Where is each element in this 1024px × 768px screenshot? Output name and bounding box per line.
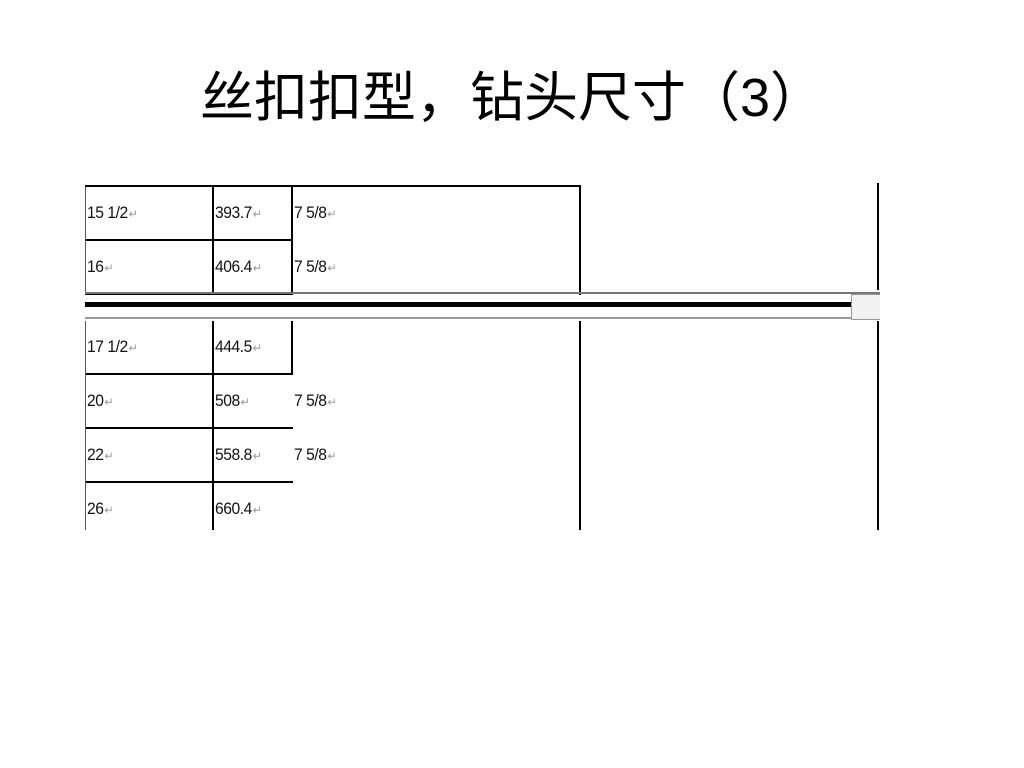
table-row: 20↵ 508↵ 7 5/8↵ <box>85 375 581 427</box>
table-row: 26↵ 660.4↵ <box>85 483 581 535</box>
cell-size-inches: 20↵ <box>87 391 114 410</box>
cell-size-mm: 444.5↵ <box>215 337 262 356</box>
row-divider <box>85 481 293 483</box>
outer-right-border <box>877 321 879 530</box>
title-close: ） <box>770 66 825 129</box>
cell-thread: 7 5/8↵ <box>294 257 337 276</box>
table-screenshot: 15 1/2↵ 393.7↵ 7 5/8↵ 16↵ 406.4↵ 7 5/8↵ … <box>85 183 880 530</box>
cell-size-mm: 393.7↵ <box>215 203 262 222</box>
table-row: 17 1/2↵ 444.5↵ <box>85 321 581 373</box>
cell-size-inches: 16↵ <box>87 257 114 276</box>
table-row: 22↵ 558.8↵ 7 5/8↵ <box>85 429 581 481</box>
cell-size-inches: 17 1/2↵ <box>87 337 138 356</box>
slide-title: 丝扣扣型，钻头尺寸（3） <box>0 58 1024 138</box>
cell-thread: 7 5/8↵ <box>294 391 337 410</box>
row-divider <box>85 427 293 429</box>
table-top-fragment: 15 1/2↵ 393.7↵ 7 5/8↵ 16↵ 406.4↵ 7 5/8↵ <box>85 185 581 295</box>
cell-size-inches: 26↵ <box>87 499 114 518</box>
column-border <box>579 321 581 530</box>
row-divider <box>85 373 293 375</box>
table-row: 15 1/2↵ 393.7↵ 7 5/8↵ <box>85 187 581 239</box>
cell-thread: 7 5/8↵ <box>294 203 337 222</box>
column-border <box>212 187 214 295</box>
column-border <box>291 187 293 295</box>
cell-size-inches: 15 1/2↵ <box>87 203 138 222</box>
column-border <box>85 321 86 530</box>
table-cut-band <box>85 292 880 322</box>
cut-edge-marker <box>851 294 880 320</box>
cell-size-mm: 558.8↵ <box>215 445 262 464</box>
row-divider <box>85 239 293 241</box>
column-border <box>291 321 293 375</box>
cell-size-mm: 406.4↵ <box>215 257 262 276</box>
outer-right-border <box>877 183 879 290</box>
cell-size-inches: 22↵ <box>87 445 114 464</box>
column-border <box>85 187 86 295</box>
cell-size-mm: 508↵ <box>215 391 250 410</box>
column-border <box>579 187 581 295</box>
column-border <box>212 321 214 530</box>
table-row: 16↵ 406.4↵ 7 5/8↵ <box>85 241 581 293</box>
row-divider <box>85 293 293 295</box>
title-text: 丝扣扣型，钻头尺寸（ <box>199 66 740 129</box>
cell-size-mm: 660.4↵ <box>215 499 262 518</box>
table-bottom-fragment: 17 1/2↵ 444.5↵ 20↵ 508↵ 7 5/8↵ 22↵ 558.8… <box>85 321 581 530</box>
cell-thread: 7 5/8↵ <box>294 445 337 464</box>
title-number: 3 <box>739 68 771 128</box>
